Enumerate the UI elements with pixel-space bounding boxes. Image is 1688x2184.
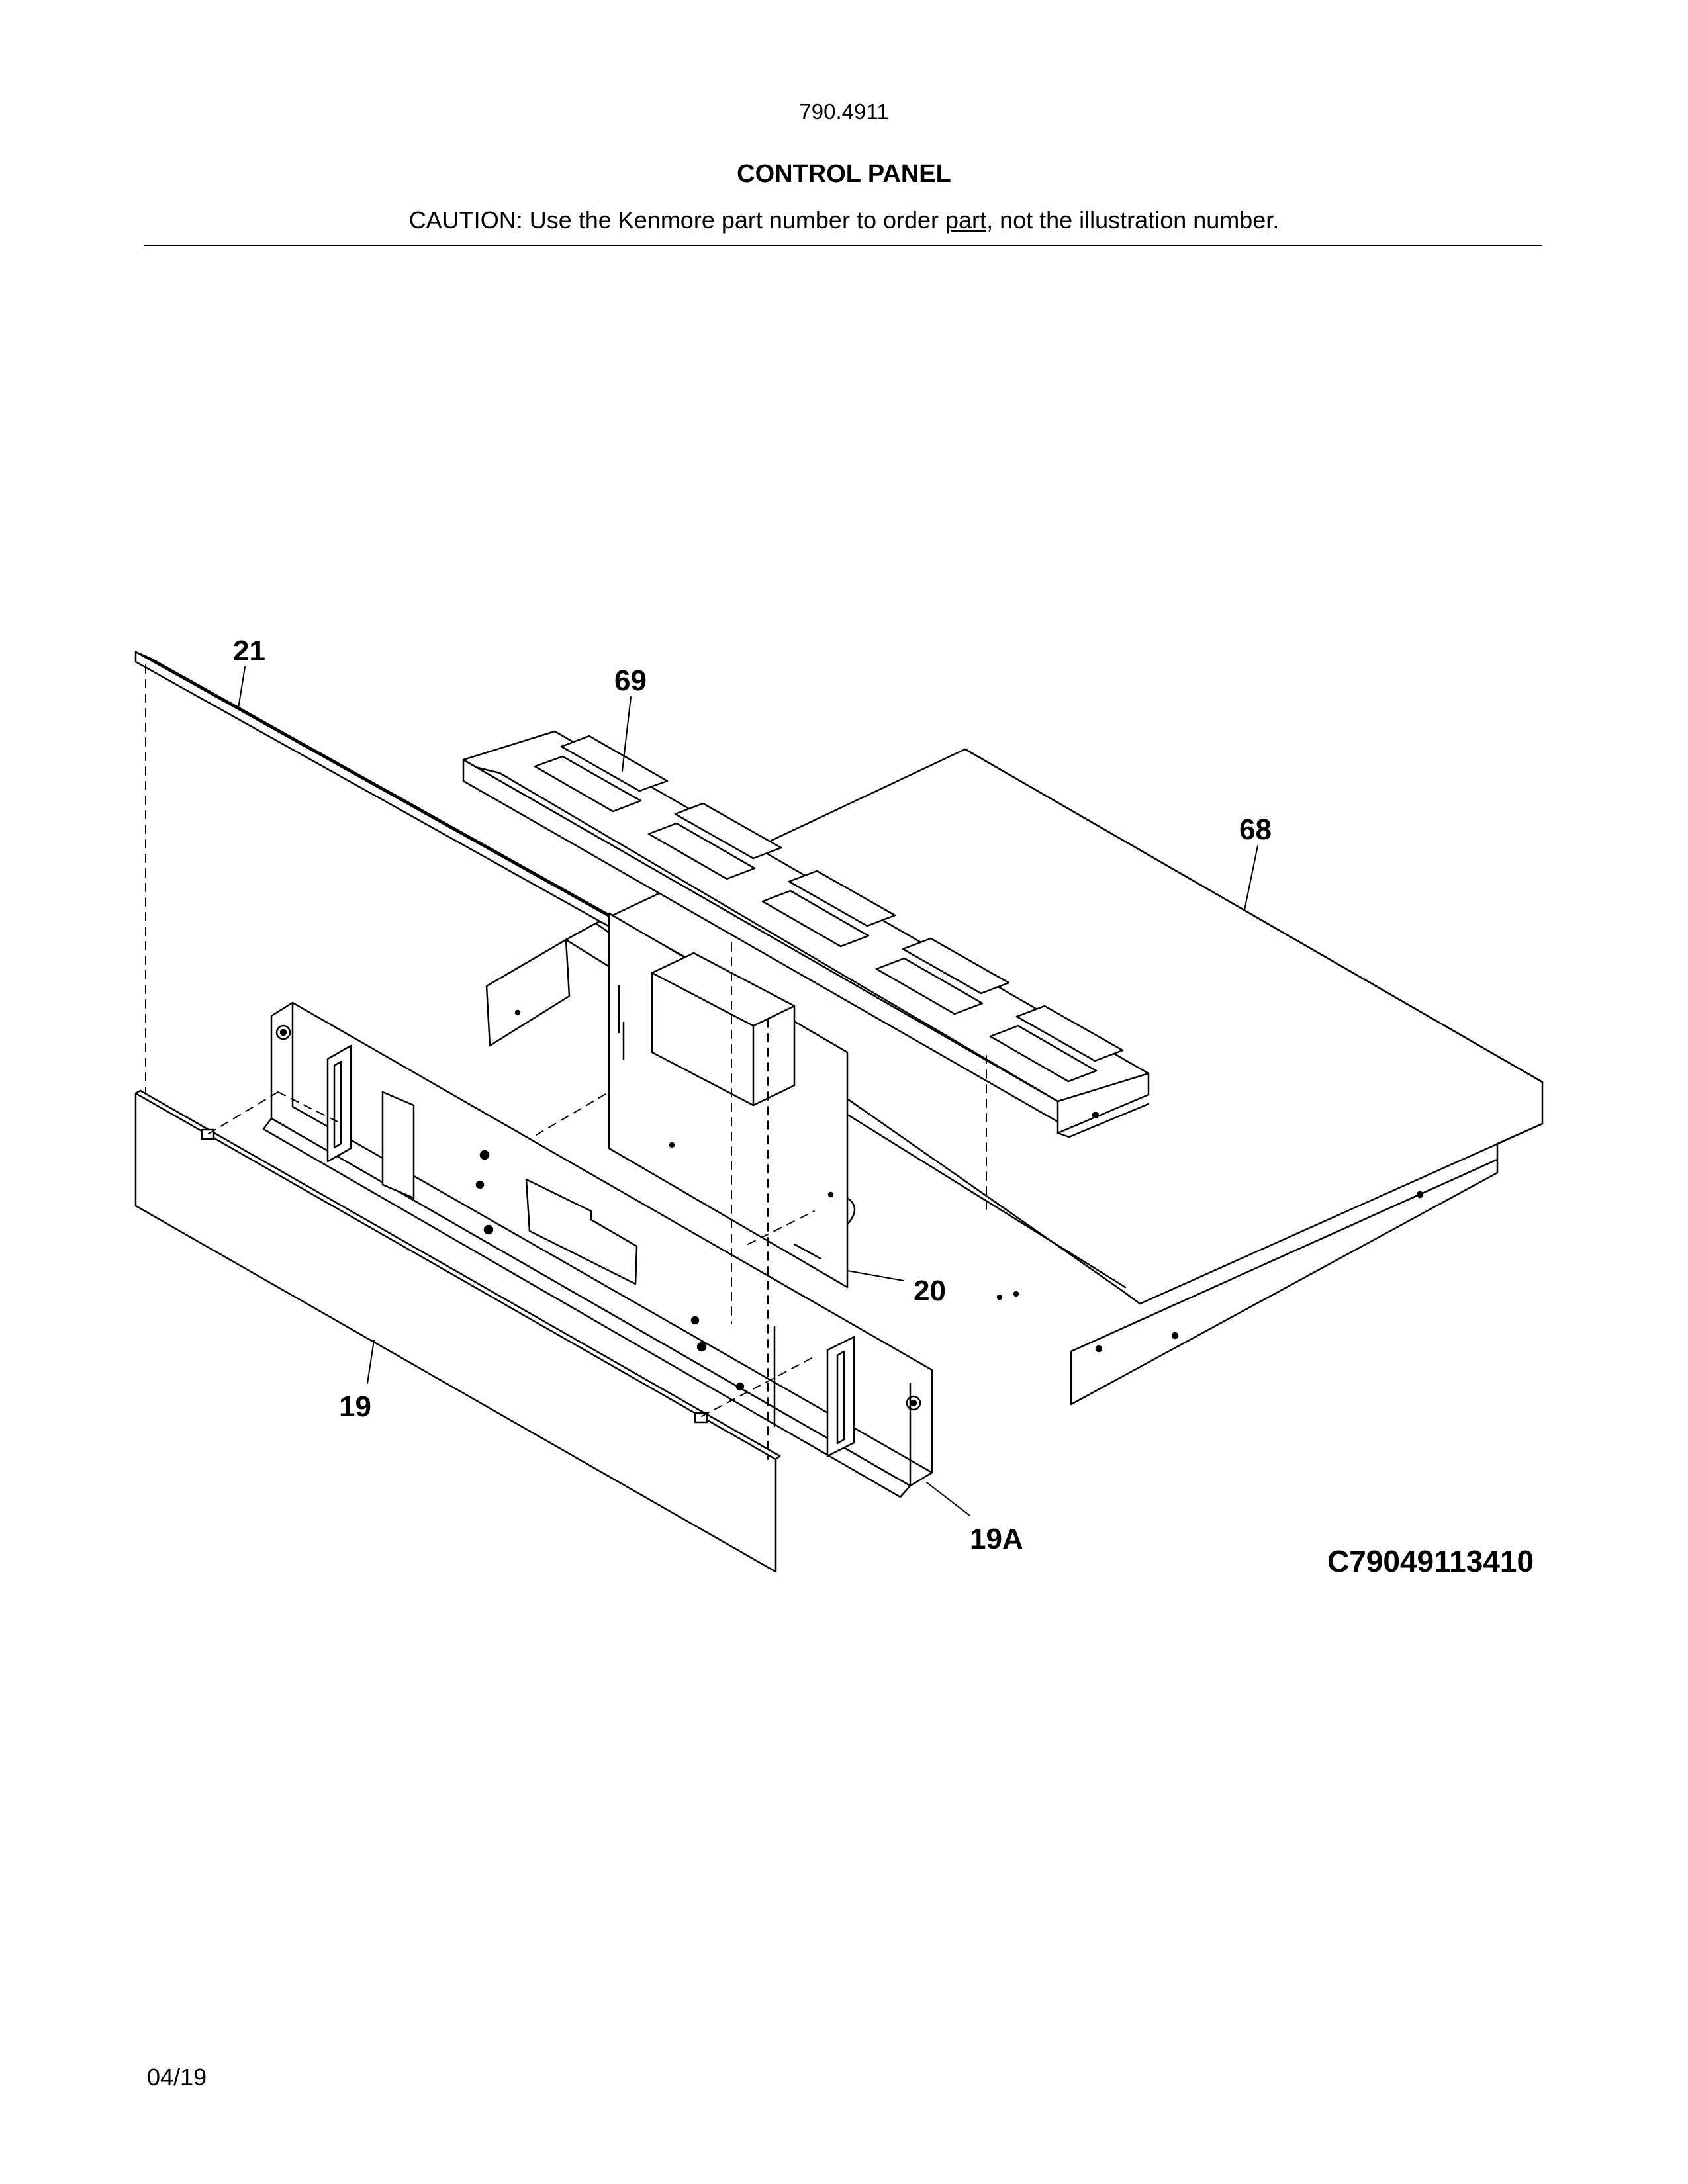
callout-21: 21	[233, 635, 265, 667]
header-rule	[144, 245, 1542, 246]
caution-prefix: CAUTION: Use the Kenmore part number to …	[408, 206, 946, 234]
callout-leaders	[238, 666, 1258, 1516]
part-20-control-board	[608, 912, 856, 1289]
rear-bracket	[485, 938, 571, 1047]
part-19a-control-housing	[262, 1001, 933, 1498]
assembly-guide-lines	[145, 664, 987, 1460]
callout-68: 68	[1239, 813, 1272, 846]
part-69-vent-bracket	[462, 730, 1150, 1138]
callout-19a: 19A	[970, 1523, 1023, 1555]
model-number: 790.4911	[799, 99, 889, 124]
caution-suffix: , not the illustration number.	[986, 206, 1280, 234]
drawing-code: C79049113410	[1327, 1544, 1534, 1578]
revision-date: 04/19	[147, 2064, 207, 2091]
section-title: CONTROL PANEL	[737, 160, 951, 188]
callout-20: 20	[914, 1275, 946, 1307]
caution-note: CAUTION: Use the Kenmore part number to …	[0, 206, 1688, 234]
callout-69: 69	[614, 664, 647, 697]
caution-underlined-word: part	[945, 206, 987, 234]
callout-19: 19	[339, 1390, 371, 1423]
